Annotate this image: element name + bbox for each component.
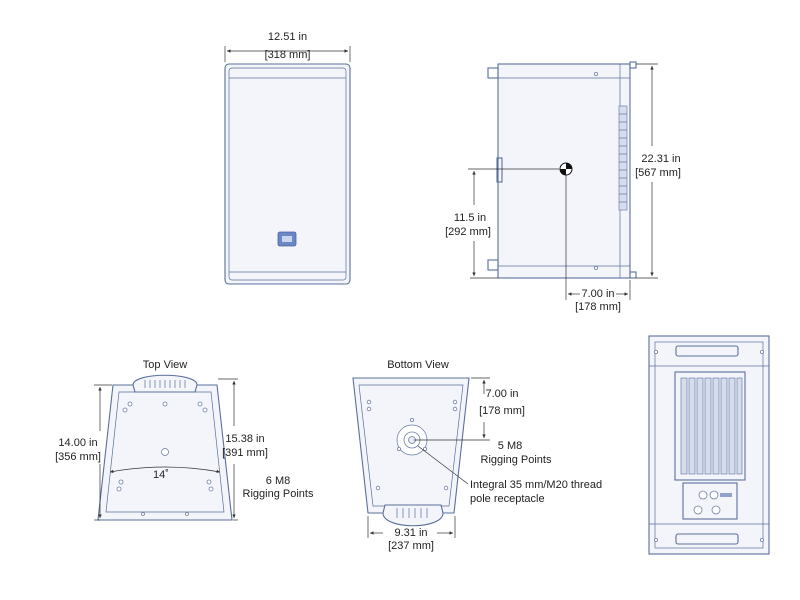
- bottom-view-rigging-count: 5 M8: [498, 440, 522, 452]
- bottom-handle-grip: [396, 508, 428, 518]
- bottom-view-depth-metric: [178 mm]: [479, 405, 525, 417]
- top-view-depth-imperial: 14.00 in: [58, 437, 97, 449]
- input-panel: [682, 482, 738, 520]
- top-handle-grip: [144, 380, 186, 388]
- bottom-view-rigging-label: Rigging Points: [481, 454, 552, 466]
- rear-view: [648, 335, 770, 555]
- bottom-view-width-imperial: 9.31 in: [394, 527, 427, 539]
- side-height-imperial: 22.31 in: [641, 153, 680, 165]
- center-height-imperial: 11.5 in: [454, 212, 486, 224]
- front-width-metric: [318 mm]: [265, 49, 311, 61]
- side-view: 22.31 in [567 mm] 11.5 in [292 mm] 7.00 …: [445, 61, 681, 313]
- top-view-title: Top View: [143, 359, 187, 371]
- top-view-angle: 14˚: [153, 469, 169, 481]
- side-handle-rail: [618, 105, 628, 211]
- center-height-metric: [292 mm]: [445, 226, 491, 238]
- brand-logo-icon: [277, 231, 297, 247]
- top-view-side-imperial: 15.38 in: [225, 433, 264, 445]
- amplifier-heatsink: [680, 377, 743, 475]
- center-depth-metric: [178 mm]: [575, 301, 621, 313]
- top-view: Top View 14˚ 14.00: [55, 359, 314, 521]
- side-height-metric: [567 mm]: [635, 167, 681, 179]
- bottom-view-title: Bottom View: [387, 359, 449, 371]
- front-width-imperial: 12.51 in: [268, 31, 307, 43]
- bottom-view-width-metric: [237 mm]: [388, 540, 434, 552]
- front-view: 12.51 in [318 mm]: [224, 31, 351, 285]
- pole-receptacle-line2: pole receptacle: [470, 493, 545, 505]
- top-view-side-metric: [391 mm]: [222, 447, 268, 459]
- top-view-depth-metric: [356 mm]: [55, 451, 101, 463]
- center-of-gravity-icon: [559, 162, 573, 176]
- top-view-rigging-count: 6 M8: [266, 475, 290, 487]
- pole-receptacle-line1: Integral 35 mm/M20 thread: [470, 479, 602, 491]
- bottom-view: Bottom View 7.00 in [178 mm]: [352, 359, 602, 552]
- top-view-rigging-label: Rigging Points: [243, 488, 314, 500]
- center-depth-imperial: 7.00 in: [581, 288, 614, 300]
- bottom-view-depth-imperial: 7.00 in: [485, 388, 518, 400]
